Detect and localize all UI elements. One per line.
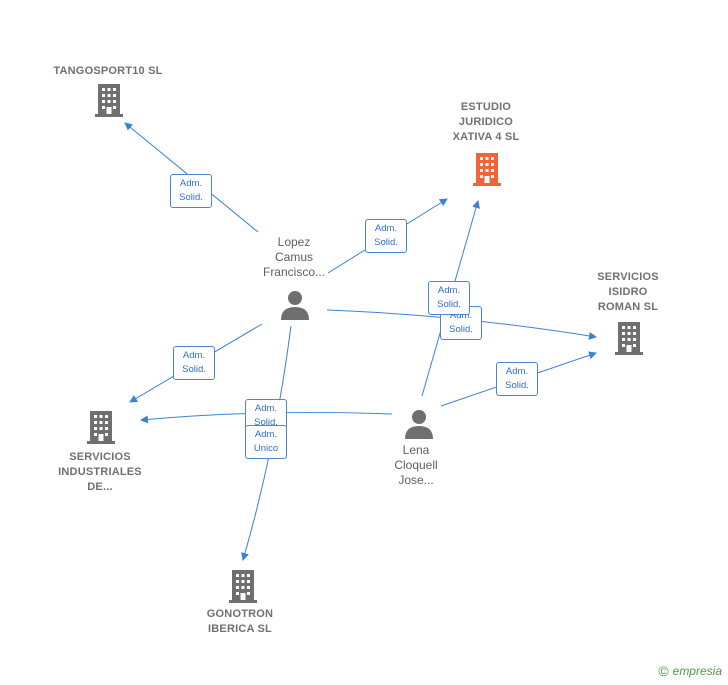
person-label-lena[interactable]: Lena Cloquell Jose... [376,443,456,488]
edge-label-lopez-industriales[interactable]: Adm. Solid. [173,346,215,380]
edge-label-type: Solid. [374,237,398,248]
edge-label-type: Unico [253,443,279,454]
edge-label-role: Adm. [254,403,278,414]
building-icon-main [473,153,501,186]
brand-watermark: © empresia [658,663,722,679]
company-name-line: GONOTRON [206,608,274,620]
edge-label-role: Adm. [449,310,473,321]
company-name-line: ROMAN SL [597,301,659,313]
person-name-line: Lopez [277,235,311,249]
person-name-line: Camus [274,250,313,264]
edge-label-lena-isidro[interactable]: Adm. Solid. [496,362,538,396]
building-icon [229,570,257,603]
edge-label-type: Solid. [449,324,473,335]
company-label-tangosport[interactable]: TANGOSPORT10 SL [38,64,178,79]
person-icon [281,291,309,320]
edge-label-role: Adm. [505,366,529,377]
edge-label-role: Adm. [374,223,398,234]
company-label-isidro[interactable]: SERVICIOS ISIDRO ROMAN SL [572,270,684,315]
company-label-estudio[interactable]: ESTUDIO JURIDICO XATIVA 4 SL [426,100,546,145]
copyright-icon: © [658,663,669,679]
edge-label-lena-estudio[interactable]: Adm. Solid. [428,281,470,315]
company-label-gonotron[interactable]: GONOTRON IBERICA SL [184,607,296,637]
company-name-line: ESTUDIO [460,101,512,113]
company-name-line: JURIDICO [458,116,514,128]
company-name-line: SERVICIOS [597,271,659,283]
person-name-line: Francisco... [262,265,325,279]
person-icon [405,410,433,439]
company-name-line: SERVICIOS [69,451,131,463]
edge-label-role: Adm. [179,178,203,189]
edge-label-lena-industriales[interactable]: Adm. Solid. [245,399,287,429]
person-name-line: Jose... [398,473,434,487]
edge-label-type: Solid. [437,299,461,310]
edge-label-lopez-estudio[interactable]: Adm. Solid. [365,219,407,253]
building-icon [87,411,115,444]
edge-label-type: Solid. [179,192,203,203]
company-label-industriales[interactable]: SERVICIOS INDUSTRIALES DE... [40,450,160,495]
person-name-line: Lena [402,443,430,457]
company-name-line: ISIDRO [608,286,648,298]
edge-label-role: Adm. [437,285,461,296]
company-name-line: IBERICA SL [208,623,272,635]
edge-label-type: Solid. [505,380,529,391]
company-name-line: DE... [87,481,113,493]
edge-label-type: Solid. [254,417,278,428]
edge-label-lopez-gonotron[interactable]: Adm. Unico [245,425,287,459]
brand-logo: empresia [672,664,722,678]
company-name-line: INDUSTRIALES [58,466,142,478]
company-name: TANGOSPORT10 SL [53,65,163,77]
building-icon [95,84,123,117]
edge-label-role: Adm. [182,350,206,361]
company-name-line: XATIVA 4 SL [452,131,520,143]
edge-label-role: Adm. [254,429,278,440]
edge-label-type: Solid. [182,364,206,375]
person-name-line: Cloquell [394,458,438,472]
person-label-lopez[interactable]: Lopez Camus Francisco... [244,235,344,280]
building-icon [615,322,643,355]
edge-label-lopez-tangosport[interactable]: Adm. Solid. [170,174,212,208]
